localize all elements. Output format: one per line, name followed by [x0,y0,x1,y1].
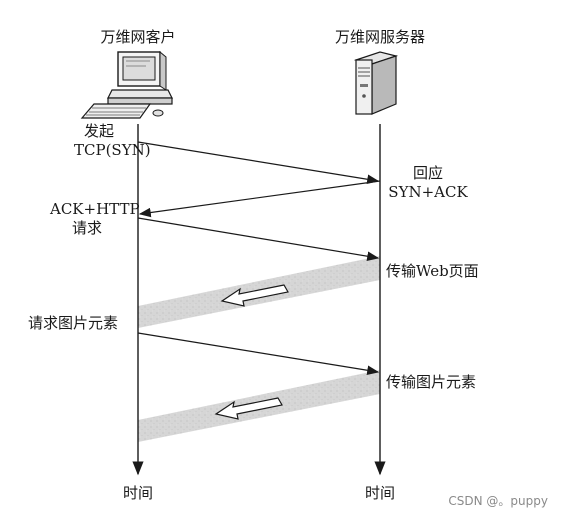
server-tower-icon [353,51,399,115]
server-title: 万维网服务器 [334,28,425,46]
arrow-ack-http [137,217,380,261]
step-label-synack: 回应 SYN+ACK [388,164,468,201]
client-title: 万维网客户 [100,28,176,46]
arrow-synack [138,180,381,218]
arrow-image-request [137,332,380,376]
client-time-label: 时间 [122,484,153,502]
step-label-image-send: 传输图片元素 [386,373,477,391]
watermark: CSDN @。puppy [448,494,548,508]
step-label-syn: 发起 TCP(SYN) [74,122,151,159]
desktop-computer-icon [80,50,173,119]
step-label-ack-http: ACK+HTTP 请求 [50,200,140,237]
hollow-arrow-left-icon [220,284,289,307]
hollow-arrow-left-icon [214,397,283,420]
step-label-webpage: 传输Web页面 [386,262,479,280]
arrow-syn [137,141,380,185]
step-label-image-request: 请求图片元素 [28,314,119,332]
server-time-label: 时间 [364,484,395,502]
